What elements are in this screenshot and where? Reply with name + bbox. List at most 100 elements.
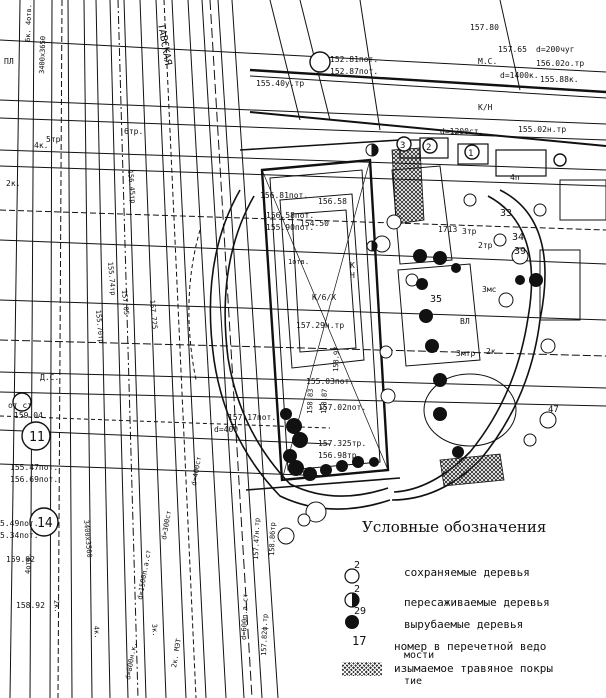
elevation-label: 157.65	[498, 45, 527, 54]
elevation-label: 157.02пот.	[318, 403, 366, 412]
elevation-label: 156.98тр.	[318, 451, 361, 460]
map-mark: 1отв.	[288, 258, 309, 266]
half-filled-circle-icon	[344, 592, 360, 608]
tree-number: 33	[500, 208, 512, 219]
well-number: 2	[426, 143, 431, 153]
legend-item-cut: 29 вырубаемые деревья	[330, 606, 606, 634]
cable-label: 3400х3560	[82, 519, 93, 557]
cable-label: 3мс	[482, 285, 497, 294]
elevation-label: 155.88к.	[540, 75, 579, 84]
tree-number: 47	[548, 405, 559, 415]
cut-trees	[280, 249, 543, 481]
crosshatch-swatch-icon	[342, 662, 382, 676]
open-circle-icon	[344, 568, 360, 584]
elevation-label: 152.87пот.	[330, 67, 378, 76]
tree-number: 35	[430, 294, 442, 305]
legend-number: 17	[352, 634, 367, 648]
tree-number: 34	[512, 232, 524, 243]
map-mark: М.С.	[478, 57, 497, 66]
elevation-label: 158.92	[16, 601, 45, 610]
legend-label: пересаживаемые деревья	[404, 596, 550, 609]
map-mark: К	[350, 261, 355, 270]
map-mark: от ст	[8, 401, 32, 410]
well-number: 3	[400, 141, 405, 151]
legend-label: номер в перечетной ведо	[394, 640, 547, 653]
elevation-label: 157.80	[470, 23, 499, 32]
elevation-label: 158.83	[306, 389, 315, 415]
cable-label: 2к	[486, 347, 496, 356]
elevation-label: 158.87	[320, 389, 329, 415]
utility-lines	[0, 0, 606, 477]
elevation-label: 1713	[438, 225, 457, 234]
pipe-label: d=200чуг	[536, 45, 575, 54]
legend-title: Условные обозначения	[362, 518, 547, 536]
legend-label: вырубаемые деревья	[404, 618, 524, 631]
legend-label: мости	[404, 650, 435, 661]
elevation-label: 156.45тр	[126, 169, 137, 203]
elevation-label: 155.74тр	[106, 261, 117, 295]
wells	[12, 51, 567, 537]
removed-grass-areas	[391, 147, 505, 487]
elevation-label: 158.86тр	[268, 522, 277, 556]
building-outline	[239, 139, 401, 491]
elevation-label: 155.70тр	[94, 309, 105, 343]
well-number: 1	[468, 149, 473, 159]
pipe-label: d=1200ст.	[440, 127, 483, 136]
elevation-label: 157.47н.тр	[252, 518, 261, 560]
legend-item-grass: изымаемое травяное покры тие	[330, 660, 606, 688]
well-number: 11	[29, 430, 45, 445]
cable-label: 2тр	[478, 241, 493, 250]
elevation-label: 5.49пот.	[0, 519, 39, 528]
cable-label: 4п	[510, 173, 520, 182]
filled-circle-icon	[345, 615, 359, 629]
cable-label: 4к.	[34, 141, 48, 150]
legend-superscript: 2	[354, 560, 361, 571]
elevation-label: 154.50	[300, 219, 329, 228]
elevation-label: 156.69пот.	[10, 475, 58, 484]
cable-label: 3к.	[150, 623, 159, 636]
map-mark: ВЛ	[460, 317, 470, 326]
elevation-label: 157.725	[148, 299, 159, 329]
legend-superscript: 2	[354, 584, 361, 595]
elevation-label: 152.81пот.	[330, 55, 378, 64]
pipe-label: d=1500п.а.ст	[136, 549, 153, 600]
cable-label: 3мтр	[456, 349, 475, 358]
legend-label: изымаемое травяное покры	[394, 662, 553, 675]
elevation-label: 155.02н.тр	[518, 125, 566, 134]
legend: Условные обозначения 2 сохраняемые дерев…	[330, 512, 606, 698]
legend-label: тие	[404, 676, 423, 687]
cable-label: 6к. 4отв.	[24, 4, 33, 42]
map-mark: ПЛ	[4, 57, 14, 66]
elevation-label: 157.325тр.	[318, 439, 366, 448]
elevation-label: 157.82ф.тр	[260, 614, 269, 656]
legend-item-transplanted: 2 пересаживаемые деревья	[330, 584, 606, 612]
map-mark: К/6/Х	[312, 293, 336, 302]
pipe-label: d=300ст	[160, 510, 173, 540]
cable-label: 2к. МЭТ	[170, 637, 183, 668]
elevation-label: 157.29н.тр	[296, 321, 344, 330]
map-mark: Н	[350, 271, 355, 280]
elevation-label: 155.47пот.	[10, 463, 58, 472]
cable-label: 3400х3650	[38, 36, 47, 74]
elevation-label: 157.17пот.	[228, 413, 276, 422]
legend-item-number: 17 номер в перечетной ведо мости	[330, 634, 606, 662]
cable-label: 2к.	[52, 599, 61, 612]
legend-superscript: 29	[354, 606, 367, 617]
pipe-label: 6тр.	[124, 127, 143, 136]
elevation-label: 156.58	[318, 197, 347, 206]
tree-number: 39	[514, 246, 526, 257]
elevation-label: 155.40у.тр	[256, 79, 304, 88]
pipe-label: d=1400к.	[500, 71, 539, 80]
pipe-label: 5тр	[46, 135, 61, 144]
map-labels: ТАВСКАЯ 152.81пот. 152.87пот. 155.40у.тр…	[0, 4, 584, 680]
legend-item-preserved: 2 сохраняемые деревья	[330, 560, 606, 588]
cable-label: 4к.	[92, 625, 101, 638]
elevation-label: 156.02о.тр	[536, 59, 584, 68]
map-mark: Д.С.	[40, 373, 59, 382]
elevation-label: 156.58пот.	[266, 211, 314, 220]
map-mark: К/Н	[478, 103, 493, 112]
transplanted-trees	[365, 143, 379, 252]
preserved-trees	[277, 193, 557, 545]
pipe-label: d=600п.а.ст	[240, 593, 250, 640]
